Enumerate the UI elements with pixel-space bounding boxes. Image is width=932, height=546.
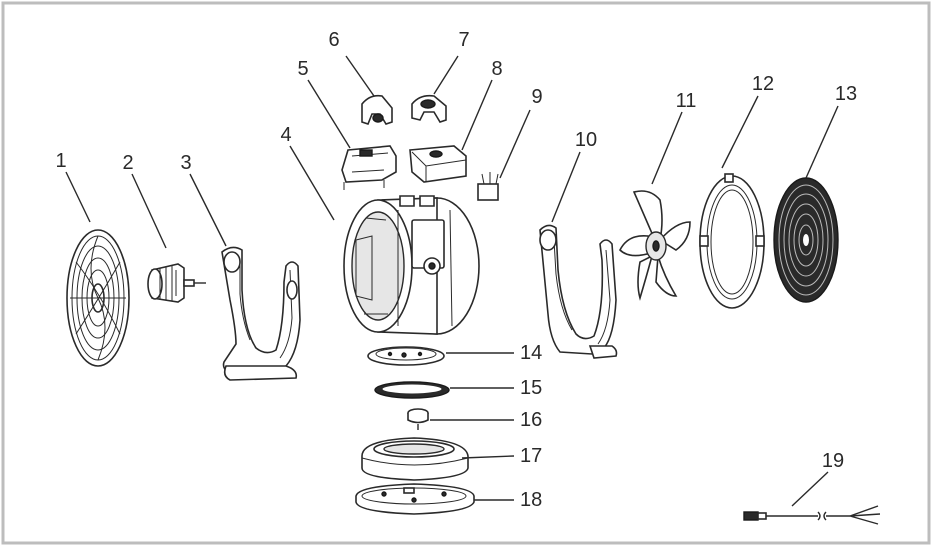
part-label-4: 4 — [280, 124, 291, 146]
control-housing-part — [341, 145, 397, 190]
housing-drum-part — [343, 195, 480, 335]
part-label-13: 13 — [835, 83, 857, 105]
part-label-7: 7 — [458, 29, 469, 51]
part-label-17: 17 — [520, 445, 542, 467]
part-label-10: 10 — [575, 129, 597, 151]
part-number-labels: 1 2 3 4 5 6 7 8 9 10 11 12 13 14 15 16 1… — [55, 29, 857, 511]
part-label-2: 2 — [122, 152, 133, 174]
part-label-15: 15 — [520, 377, 542, 399]
swivel-pin-part — [407, 408, 429, 430]
part-label-1: 1 — [55, 150, 66, 172]
part-label-3: 3 — [180, 152, 191, 174]
front-grille-part — [66, 229, 130, 367]
part-label-6: 6 — [328, 29, 339, 51]
part-label-16: 16 — [520, 409, 542, 431]
left-stand-part — [221, 246, 301, 381]
right-stand-part — [539, 224, 618, 359]
base-bottom-part — [355, 483, 475, 515]
motor-part — [147, 263, 206, 303]
part-label-11: 11 — [676, 90, 697, 112]
rear-grille-part — [773, 177, 839, 303]
part-label-18: 18 — [520, 489, 542, 511]
fan-blade-part — [619, 190, 691, 301]
base-cover-part — [361, 437, 469, 481]
part-label-5: 5 — [297, 58, 308, 80]
guard-ring-part — [699, 173, 765, 309]
power-cord-part — [743, 505, 881, 525]
part-label-12: 12 — [752, 73, 774, 95]
part-label-14: 14 — [520, 342, 542, 364]
gasket-ring-part — [374, 381, 450, 399]
part-label-8: 8 — [491, 58, 502, 80]
base-plate-part — [367, 346, 445, 366]
knob-cap-right-part — [411, 94, 447, 123]
part-label-19: 19 — [822, 450, 844, 472]
switch-module-part — [409, 145, 467, 183]
part-label-9: 9 — [531, 86, 542, 108]
leader-lines — [65, 55, 839, 507]
capacitor-part — [477, 172, 499, 201]
knob-cap-left-part — [361, 94, 393, 125]
